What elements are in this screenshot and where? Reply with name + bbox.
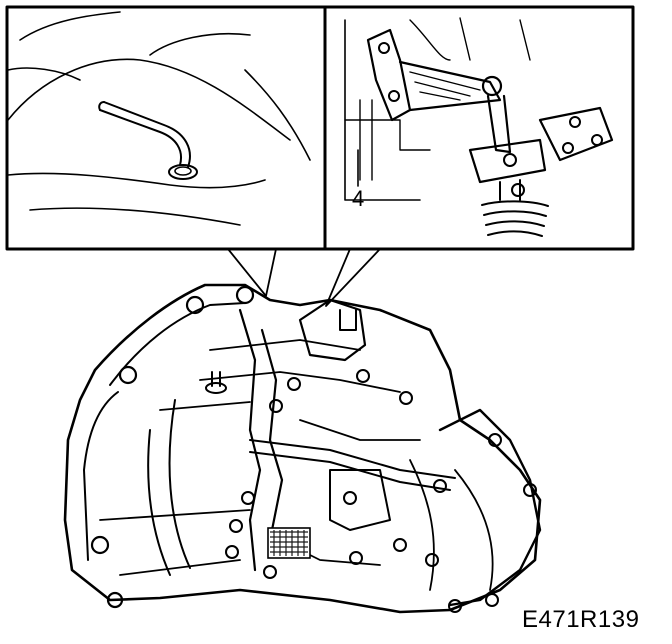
callout-number-4: 4 (352, 186, 365, 211)
inset-linkage (323, 5, 635, 251)
inset-pointers (227, 248, 381, 307)
vent-grille (267, 527, 311, 559)
bolt-heads (90, 285, 537, 613)
gearbox-housing (63, 283, 542, 614)
inset-breather-pipe (5, 5, 327, 251)
figure-id-label: E471R139 (522, 606, 640, 633)
